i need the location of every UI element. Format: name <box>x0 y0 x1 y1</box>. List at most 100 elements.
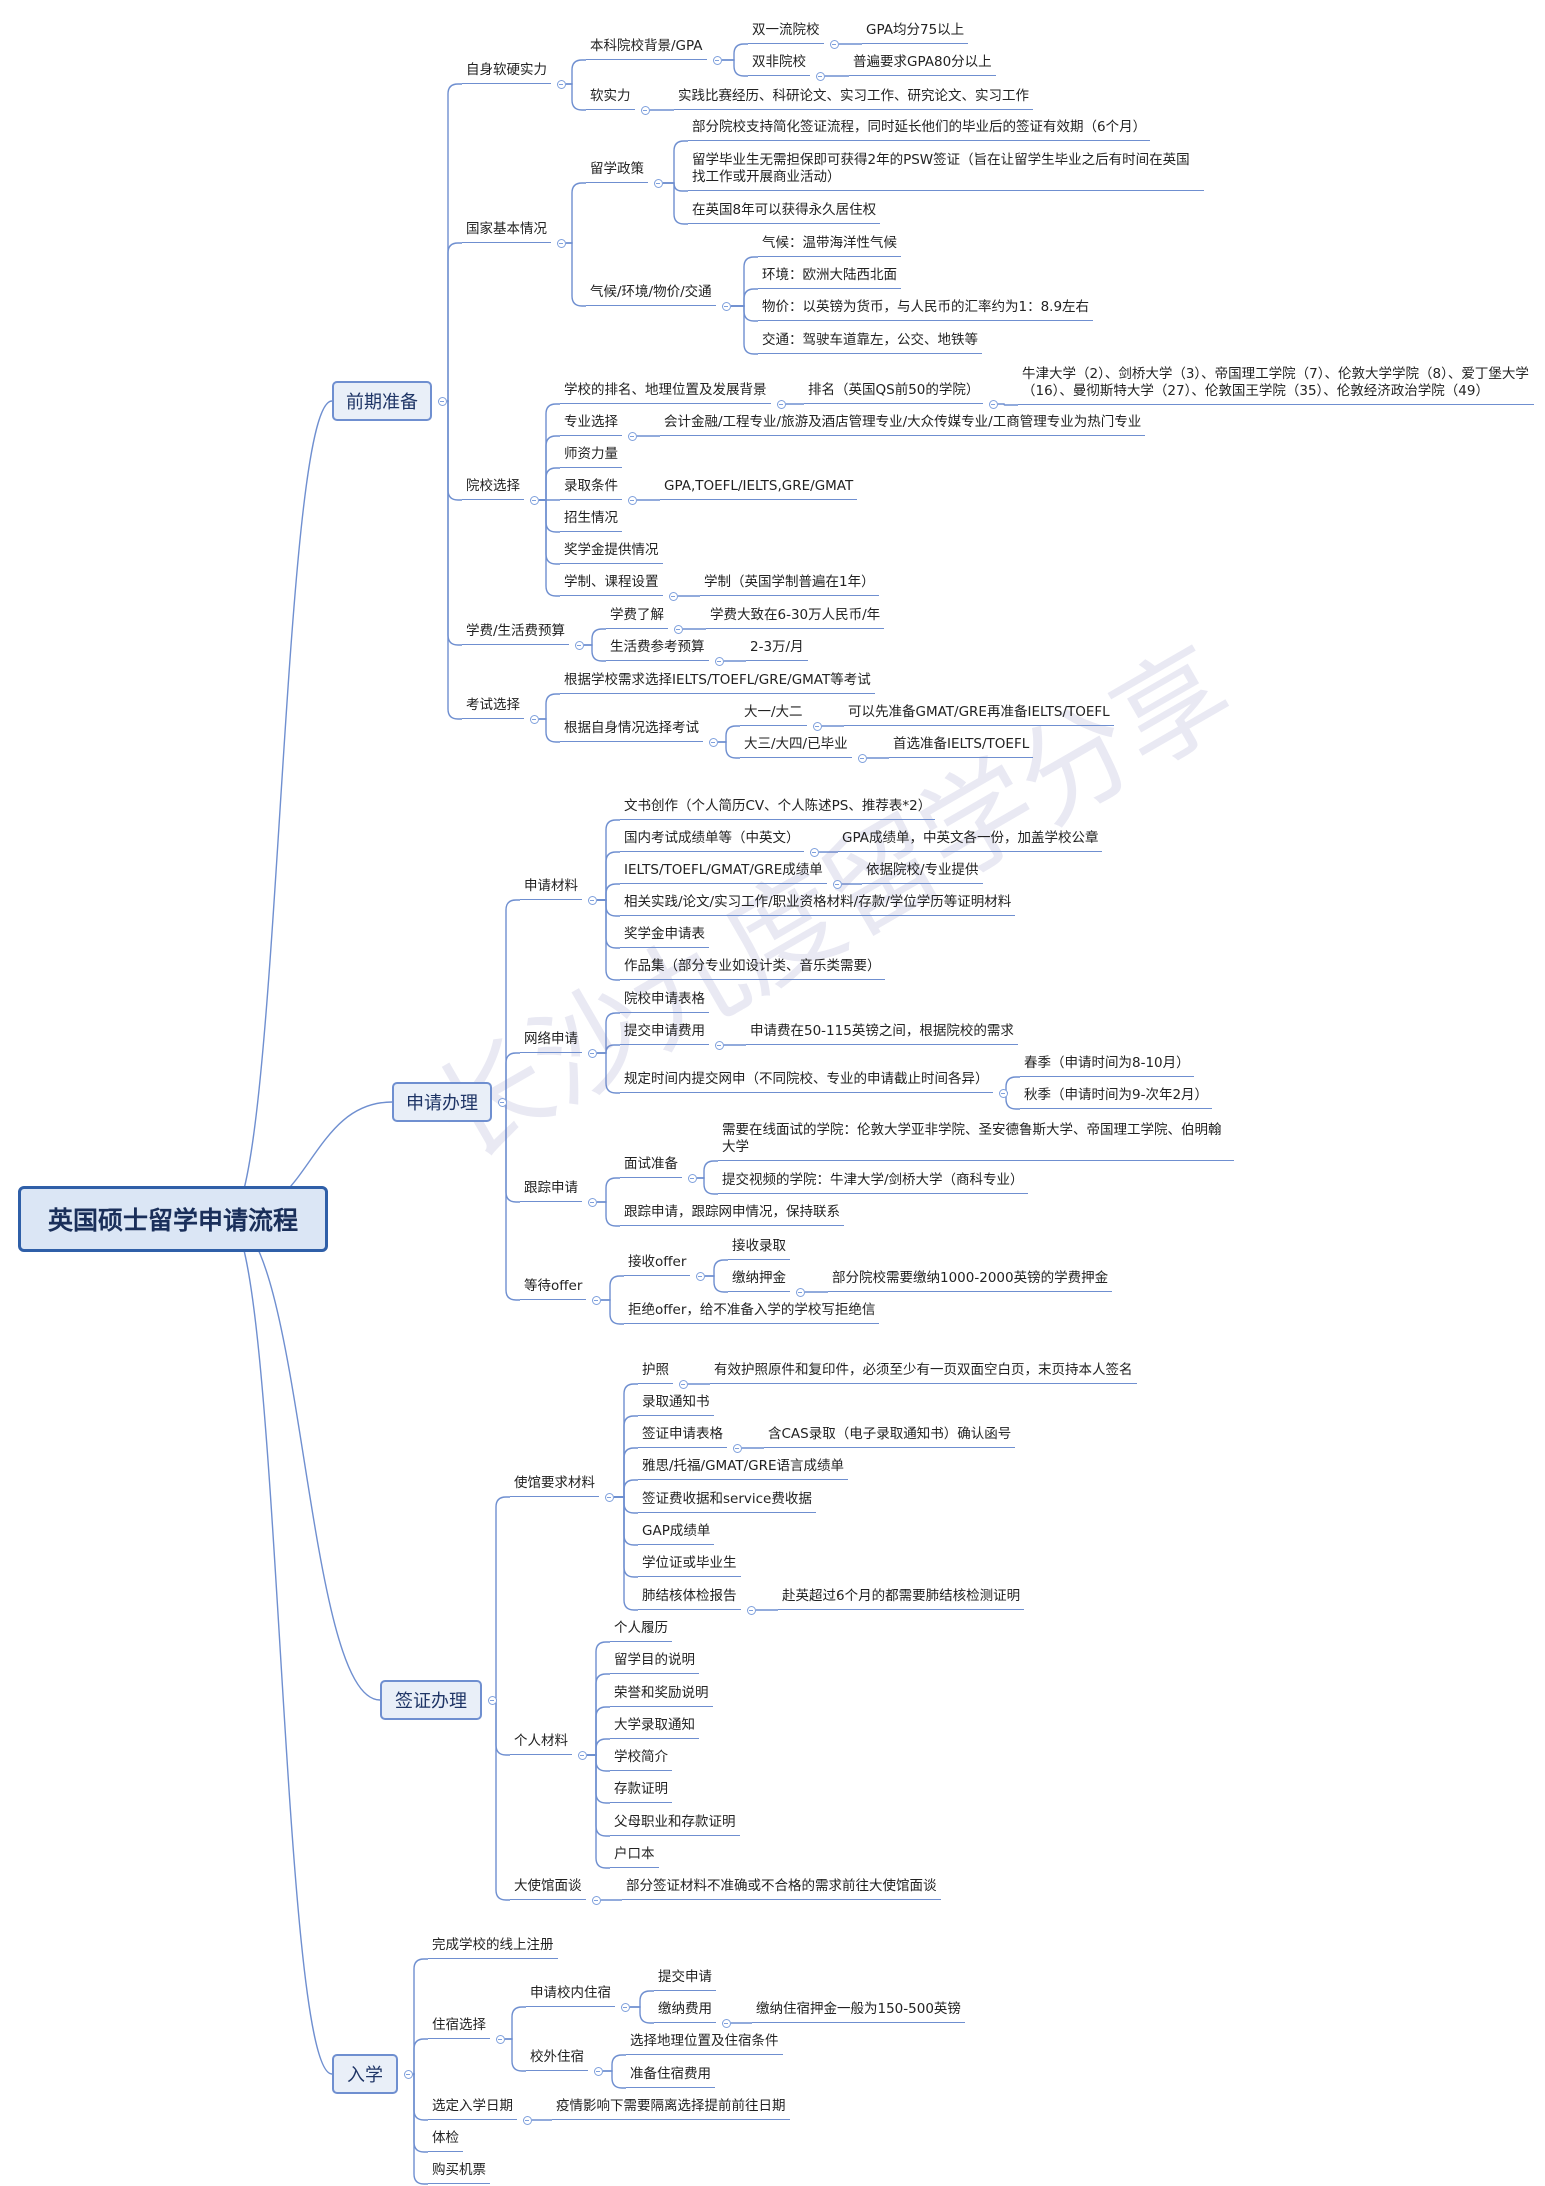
collapse-toggle-icon[interactable] <box>604 1492 614 1502</box>
collapse-toggle-icon[interactable] <box>988 399 998 409</box>
collapse-toggle-icon[interactable] <box>832 879 842 889</box>
collapse-toggle-icon[interactable] <box>653 178 663 188</box>
node-admit[interactable]: 录取条件 <box>560 478 622 500</box>
node-offer[interactable]: 等待offer <box>520 1278 587 1300</box>
collapse-toggle-icon[interactable] <box>587 895 597 905</box>
node-mat-3[interactable]: IELTS/TOEFL/GMAT/GRE成绩单 <box>620 862 827 884</box>
node-tb[interactable]: 肺结核体检报告 <box>638 1588 741 1610</box>
main-node-enroll[interactable]: 入学 <box>332 2054 398 2094</box>
node-y12[interactable]: 大一/大二 <box>740 704 807 726</box>
node-country[interactable]: 国家基本情况 <box>462 221 551 243</box>
main-node-prep[interactable]: 前期准备 <box>332 381 432 421</box>
node-tuition[interactable]: 学费了解 <box>606 607 668 629</box>
node-living[interactable]: 生活费参考预算 <box>606 639 709 661</box>
collapse-toggle-icon[interactable] <box>587 1048 597 1058</box>
collapse-toggle-icon[interactable] <box>714 656 724 666</box>
collapse-toggle-icon[interactable] <box>714 1040 724 1050</box>
node-online-2[interactable]: 提交申请费用 <box>620 1023 709 1045</box>
node-self-top[interactable]: 双一流院校 <box>748 22 824 44</box>
main-node-visa[interactable]: 签证办理 <box>380 1680 482 1720</box>
node-follow[interactable]: 跟踪申请 <box>520 1180 582 1202</box>
collapse-toggle-icon[interactable] <box>556 79 566 89</box>
root-node[interactable]: 英国硕士留学申请流程 <box>18 1186 328 1252</box>
collapse-toggle-icon[interactable] <box>591 1895 601 1905</box>
node-mat-2[interactable]: 国内考试成绩单等（中英文） <box>620 830 804 852</box>
collapse-toggle-icon[interactable] <box>795 1287 805 1297</box>
node-self-soft[interactable]: 软实力 <box>586 88 635 110</box>
node-major[interactable]: 专业选择 <box>560 414 622 436</box>
collapse-toggle-icon[interactable] <box>732 1443 742 1453</box>
collapse-toggle-icon[interactable] <box>620 2002 630 2012</box>
collapse-toggle-icon[interactable] <box>678 1379 688 1389</box>
collapse-toggle-icon[interactable] <box>695 1271 705 1281</box>
collapse-toggle-icon[interactable] <box>577 1750 587 1760</box>
node-policy[interactable]: 留学政策 <box>586 161 648 183</box>
node-personal[interactable]: 个人材料 <box>510 1733 572 1755</box>
node-embassy[interactable]: 大使馆面谈 <box>510 1878 586 1900</box>
collapse-toggle-icon[interactable] <box>556 238 566 248</box>
collapse-toggle-icon[interactable] <box>627 431 637 441</box>
collapse-toggle-icon[interactable] <box>437 396 447 406</box>
node-materials[interactable]: 申请材料 <box>520 878 582 900</box>
node-req[interactable]: 使馆要求材料 <box>510 1475 599 1497</box>
collapse-toggle-icon[interactable] <box>529 495 539 505</box>
node-rank-v[interactable]: 排名（英国QS前50的学院） <box>804 382 984 404</box>
node-online[interactable]: 网络申请 <box>520 1031 582 1053</box>
node-self-non[interactable]: 双非院校 <box>748 54 810 76</box>
collapse-toggle-icon[interactable] <box>529 714 539 724</box>
node-climate[interactable]: 气候/环境/物价/交通 <box>586 284 716 306</box>
collapse-toggle-icon[interactable] <box>574 640 584 650</box>
collapse-toggle-icon[interactable] <box>776 399 786 409</box>
collapse-toggle-icon[interactable] <box>495 2034 505 2044</box>
node-self-bg[interactable]: 本科院校背景/GPA <box>586 38 707 60</box>
node-form[interactable]: 签证申请表格 <box>638 1426 727 1448</box>
collapse-toggle-icon[interactable] <box>829 39 839 49</box>
collapse-toggle-icon[interactable] <box>522 2115 532 2125</box>
node-y34[interactable]: 大三/大四/已毕业 <box>740 736 852 758</box>
collapse-toggle-icon[interactable] <box>687 1173 697 1183</box>
collapse-toggle-icon[interactable] <box>998 1088 1008 1098</box>
collapse-toggle-icon[interactable] <box>497 1097 507 1107</box>
node-accept-2[interactable]: 缴纳押金 <box>728 1270 790 1292</box>
collapse-toggle-icon[interactable] <box>857 753 867 763</box>
collapse-toggle-icon[interactable] <box>746 1605 756 1615</box>
node-interview[interactable]: 面试准备 <box>620 1156 682 1178</box>
collapse-toggle-icon[interactable] <box>640 105 650 115</box>
collapse-toggle-icon[interactable] <box>587 1197 597 1207</box>
node-on-campus[interactable]: 申请校内住宿 <box>526 1985 615 2007</box>
collapse-toggle-icon[interactable] <box>627 495 637 505</box>
node-accept[interactable]: 接收offer <box>624 1254 691 1276</box>
node-rank[interactable]: 学校的排名、地理位置及发展背景 <box>560 382 771 404</box>
collapse-toggle-icon[interactable] <box>403 2069 413 2079</box>
main-node-apply[interactable]: 申请办理 <box>392 1082 492 1122</box>
node-scholar[interactable]: 奖学金提供情况 <box>560 542 663 564</box>
node-form-v: 含CAS录取（电子录取通知书）确认函号 <box>764 1426 1016 1448</box>
node-gap: GAP成绩单 <box>638 1523 715 1545</box>
node-school[interactable]: 院校选择 <box>462 478 524 500</box>
node-off-campus[interactable]: 校外住宿 <box>526 2049 588 2071</box>
collapse-toggle-icon[interactable] <box>712 55 722 65</box>
collapse-toggle-icon[interactable] <box>721 301 731 311</box>
collapse-toggle-icon[interactable] <box>668 591 678 601</box>
collapse-toggle-icon[interactable] <box>809 847 819 857</box>
node-passport[interactable]: 护照 <box>638 1362 673 1384</box>
node-self[interactable]: 自身软硬实力 <box>462 62 551 84</box>
node-system[interactable]: 学制、课程设置 <box>560 574 663 596</box>
collapse-toggle-icon[interactable] <box>708 737 718 747</box>
collapse-toggle-icon[interactable] <box>721 2018 731 2028</box>
node-housing[interactable]: 住宿选择 <box>428 2017 490 2039</box>
collapse-toggle-icon[interactable] <box>487 1695 497 1705</box>
node-exam-2[interactable]: 根据自身情况选择考试 <box>560 720 703 742</box>
collapse-toggle-icon[interactable] <box>593 2066 603 2076</box>
collapse-toggle-icon[interactable] <box>673 624 683 634</box>
node-online-3[interactable]: 规定时间内提交网申（不同院校、专业的申请截止时间各异） <box>620 1071 993 1093</box>
node-exam[interactable]: 考试选择 <box>462 697 524 719</box>
collapse-toggle-icon[interactable] <box>812 721 822 731</box>
collapse-toggle-icon[interactable] <box>815 71 825 81</box>
node-date[interactable]: 选定入学日期 <box>428 2098 517 2120</box>
node-faculty[interactable]: 师资力量 <box>560 446 622 468</box>
node-on-2[interactable]: 缴纳费用 <box>654 2001 716 2023</box>
node-budget[interactable]: 学费/生活费预算 <box>462 623 570 645</box>
collapse-toggle-icon[interactable] <box>591 1295 601 1305</box>
node-enroll-info[interactable]: 招生情况 <box>560 510 622 532</box>
